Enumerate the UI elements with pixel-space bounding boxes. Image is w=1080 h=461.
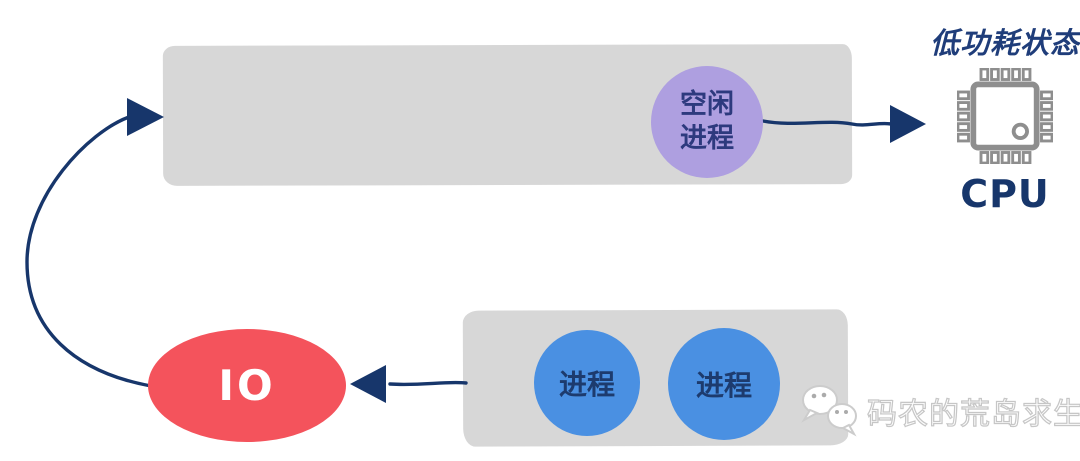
idle-process-label-line1: 空闲: [680, 89, 734, 121]
idle-process-label-line2: 进程: [680, 123, 734, 154]
wait-queue-bar: [462, 309, 849, 447]
wechat-icon: [801, 385, 857, 437]
idle-process-circle: 空闲 进程: [651, 66, 763, 178]
process-label-1: 进程: [558, 368, 615, 401]
arrow-queue-to-io: [350, 365, 468, 403]
process-label-2: 进程: [695, 369, 752, 402]
process-circle-2: 进程: [668, 328, 780, 440]
arrow-io-to-run-queue: [25, 98, 164, 388]
io-label: IO: [218, 361, 276, 410]
cpu-label: CPU: [960, 172, 1050, 216]
io-ellipse: IO: [148, 329, 346, 442]
watermark-text: 码农的荒岛求生: [866, 396, 1080, 432]
cpu-chip-icon: [957, 68, 1053, 164]
cpu-block: CPU: [930, 68, 1080, 216]
low-power-state-title: 低功耗状态: [929, 26, 1080, 60]
watermark: 码农的荒岛求生: [797, 383, 1080, 439]
process-circle-1: 进程: [534, 330, 640, 436]
